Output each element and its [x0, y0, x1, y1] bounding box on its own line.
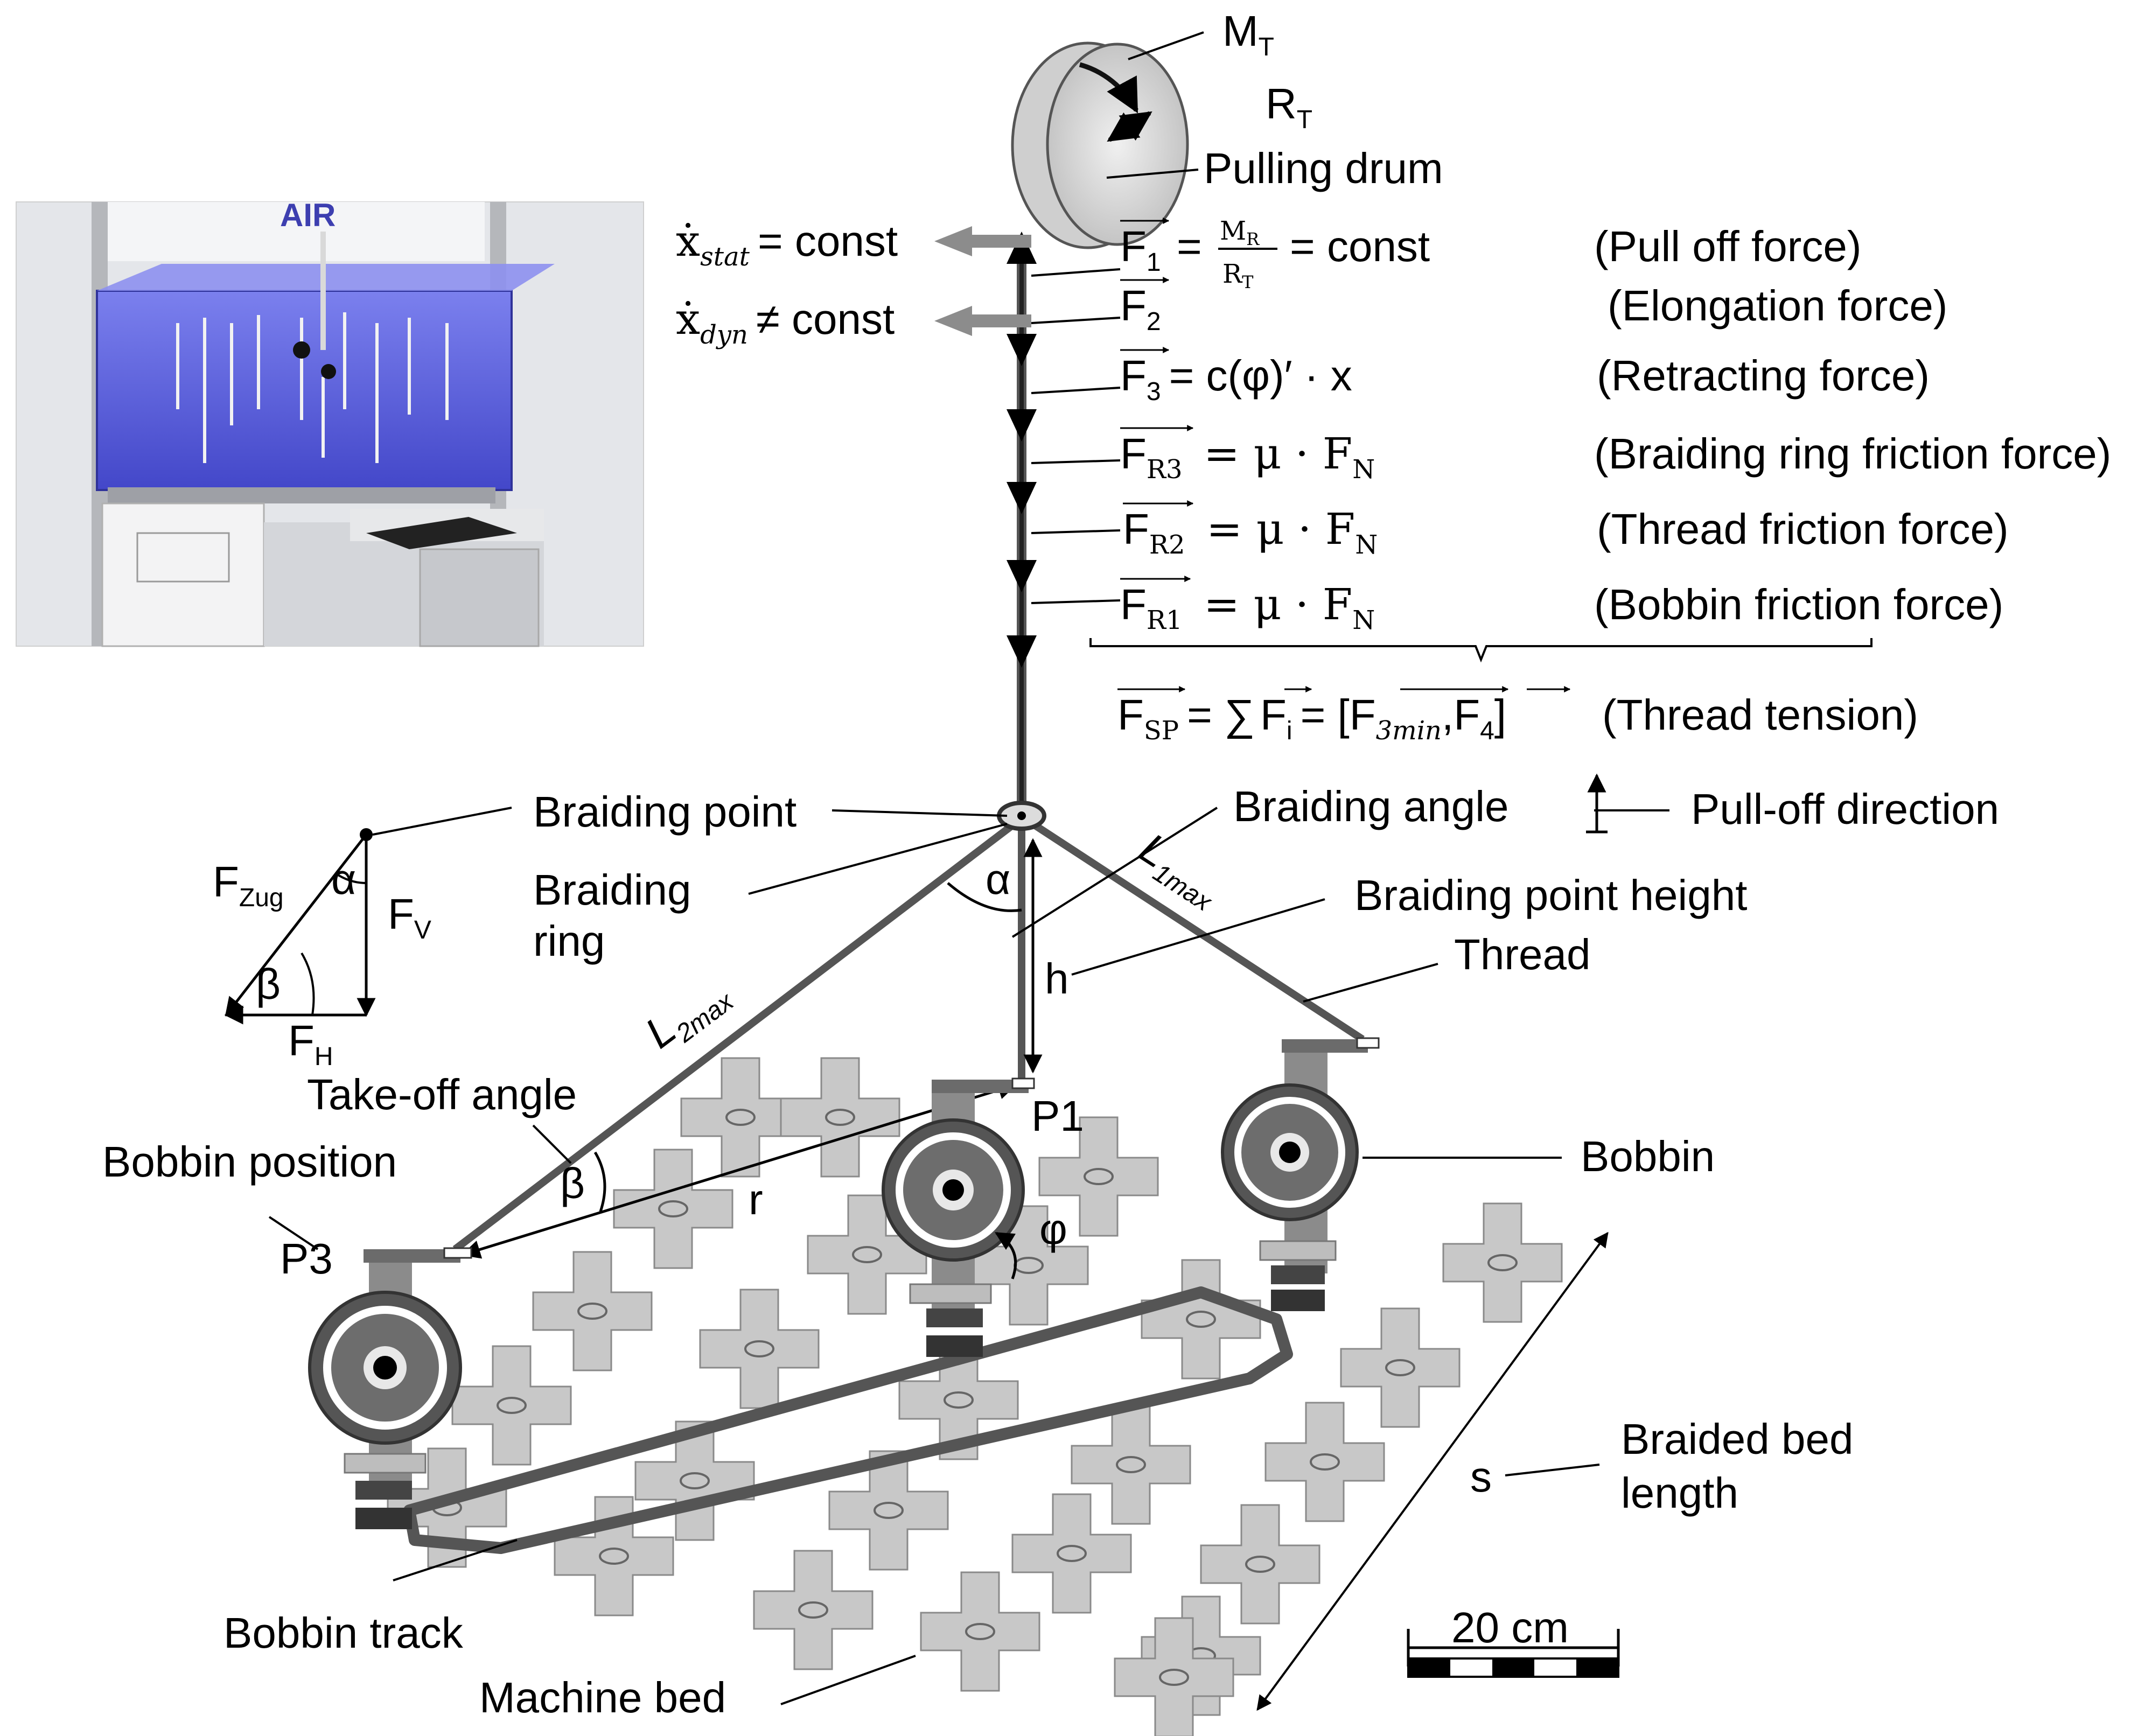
- phi-symbol: φ: [1039, 1205, 1067, 1253]
- scale-label: 20 cm: [1451, 1604, 1569, 1651]
- braiding-angle-label: Braiding angle: [1233, 782, 1508, 830]
- braiding-point-dot: [1017, 811, 1026, 820]
- fv-label: FV: [388, 890, 431, 944]
- frac-den: RT: [1222, 259, 1254, 292]
- fr1-eq: = μ · FN: [1204, 579, 1375, 635]
- rt-label: RT: [1266, 80, 1312, 134]
- fh-label: FH: [288, 1017, 333, 1071]
- fr1-desc: (Bobbin friction force): [1594, 580, 2003, 628]
- f3-symbol: F3= c(φ)′ · x: [1120, 352, 1352, 406]
- photo-brand: AIR: [280, 197, 336, 233]
- vertical-thread: [1007, 232, 1121, 813]
- scale-bar: [1407, 1629, 1620, 1678]
- machine-bed-label: Machine bed: [479, 1674, 726, 1721]
- p3-label: P3: [280, 1235, 333, 1283]
- machine-photo: AIR: [16, 197, 644, 647]
- bobbin-position-label: Bobbin position: [102, 1138, 397, 1186]
- photo-bobbins: [176, 312, 449, 463]
- force-equations: F1 = MR RT = const (Pull off force) F2 (…: [1120, 216, 2111, 635]
- f1-desc: (Pull off force): [1594, 222, 1861, 270]
- triangle-alpha: α: [331, 855, 356, 903]
- r-symbol: r: [749, 1175, 763, 1223]
- bobbin-right: [1221, 1037, 1380, 1311]
- bobbin-p3: [308, 1247, 472, 1529]
- f3-arrow: [1007, 409, 1037, 442]
- fr2-eq: = μ · FN: [1206, 504, 1378, 560]
- p1-label: P1: [1031, 1092, 1084, 1140]
- fr3-eq: = μ · FN: [1204, 429, 1375, 485]
- bobbin-track-label: Bobbin track: [223, 1609, 464, 1657]
- torque-arrow: [1079, 62, 1138, 114]
- h-symbol: h: [1045, 955, 1069, 1003]
- pull-off-direction-symbol: [1586, 773, 1608, 834]
- take-off-angle-label: Take-off angle: [307, 1070, 577, 1118]
- braiding-point-label: Braiding point: [533, 788, 796, 836]
- stat-velocity: ẋstat= const: [676, 216, 898, 272]
- braiding-ring-label-2: ring: [533, 917, 605, 965]
- f3-desc: (Retracting force): [1597, 352, 1930, 400]
- beta-arc: [593, 1151, 606, 1212]
- svg-text:FSP= ∑Fi= [F3min,F4]: FSP= ∑Fi= [F3min,F4]: [1117, 691, 1506, 746]
- triangle-beta: β: [256, 960, 281, 1008]
- braiding-ring-label-1: Braiding: [533, 866, 691, 914]
- braided-bed-length-label-2: length: [1621, 1469, 1738, 1517]
- thread-l1: [1026, 818, 1365, 1042]
- f2-arrow: [1007, 334, 1037, 366]
- fr1-symbol: FR1: [1120, 580, 1183, 635]
- thread-tension: FSP= ∑Fi= [F3min,F4] (Thread tension): [1117, 686, 1918, 746]
- radius-arrow: [1107, 111, 1152, 142]
- bobbin-label: Bobbin: [1581, 1132, 1715, 1180]
- f2-symbol: F2: [1120, 282, 1161, 336]
- fr1-arrow: [1007, 635, 1037, 668]
- f1-symbol: F1: [1120, 222, 1161, 277]
- pulling-drum: [1011, 41, 1189, 249]
- fr2-desc: (Thread friction force): [1597, 505, 2009, 553]
- mt-label: MT: [1222, 7, 1274, 61]
- bed-length-arrow: [1256, 1231, 1609, 1711]
- fr2-symbol: FR2: [1123, 505, 1185, 560]
- braiding-point-height-label: Braiding point height: [1354, 871, 1747, 919]
- bobbin-p1: [882, 1077, 1035, 1357]
- svg-text:=: =: [1177, 222, 1202, 270]
- alpha-symbol: α: [986, 855, 1010, 903]
- pulling-drum-label: Pulling drum: [1204, 144, 1443, 192]
- fzug-arrow: [225, 834, 367, 1017]
- s-symbol: s: [1470, 1453, 1492, 1501]
- phi-arc: [994, 1231, 1017, 1279]
- l1max-label: L1max: [1128, 824, 1231, 918]
- force-triangle: [224, 828, 376, 1025]
- fzug-label: FZug: [213, 858, 284, 912]
- thread-tension-desc: (Thread tension): [1602, 691, 1918, 739]
- fr3-arrow: [1007, 482, 1037, 514]
- fr2-arrow: [1007, 560, 1037, 592]
- thread-label: Thread: [1454, 930, 1590, 978]
- braided-bed-length-label-1: Braided bed: [1621, 1415, 1853, 1463]
- dyn-velocity-arrow: [934, 306, 1031, 336]
- pull-off-direction-label: Pull-off direction: [1691, 785, 1999, 833]
- forces-brace: [1089, 638, 1873, 663]
- fr3-desc: (Braiding ring friction force): [1594, 430, 2111, 478]
- f2-desc: (Elongation force): [1608, 282, 1947, 330]
- stat-velocity-arrow: [934, 226, 1031, 256]
- fr3-symbol: FR3: [1120, 430, 1183, 485]
- alpha-arc: [947, 882, 1022, 912]
- radius-r-arrow: [461, 1081, 1017, 1259]
- f1-const: = const: [1290, 222, 1430, 270]
- frac-num: MR: [1220, 216, 1260, 249]
- beta-symbol: β: [560, 1159, 585, 1207]
- dyn-velocity: ẋdyn≠ const: [676, 294, 895, 350]
- leader-lines: [268, 31, 1669, 1705]
